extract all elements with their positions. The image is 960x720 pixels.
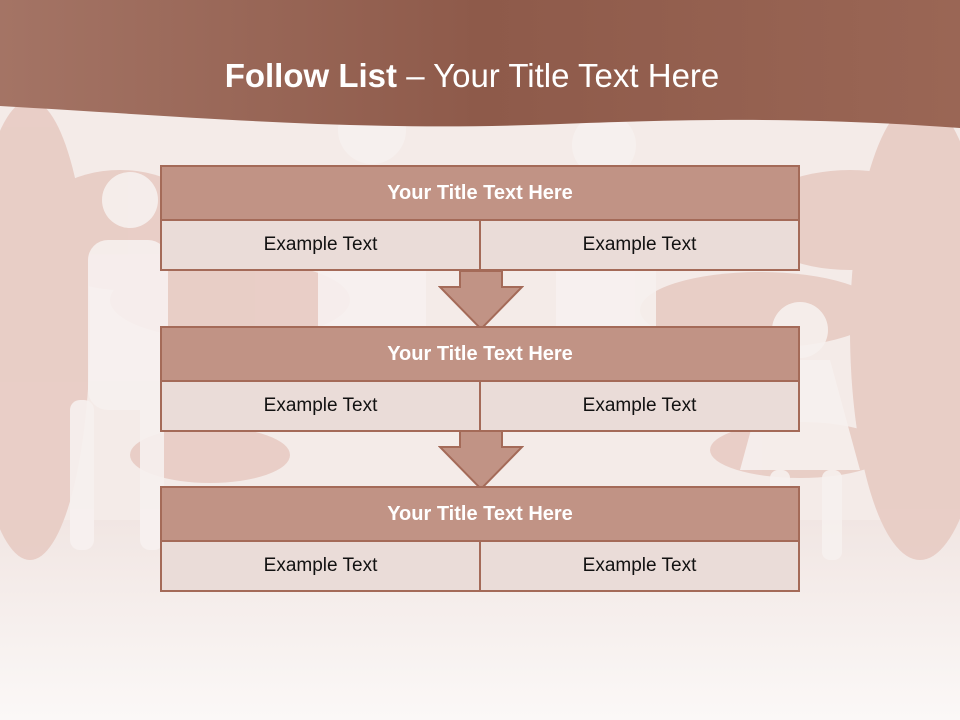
step-title-3: Your Title Text Here <box>160 486 800 542</box>
step-1-cell-left: Example Text <box>160 221 481 271</box>
step-2-cell-left: Example Text <box>160 382 481 432</box>
step-2-cell-right: Example Text <box>481 382 800 432</box>
step-row-3: Example Text Example Text <box>160 542 800 592</box>
step-row-1: Example Text Example Text <box>160 221 800 271</box>
slide-title: Follow List – Your Title Text Here <box>0 52 944 100</box>
step-1-cell-right: Example Text <box>481 221 800 271</box>
slide-title-bold: Follow List <box>224 57 407 94</box>
step-title-2: Your Title Text Here <box>160 326 800 382</box>
step-card-3: Your Title Text Here Example Text Exampl… <box>160 486 800 592</box>
title-banner <box>0 0 960 128</box>
step-title-1: Your Title Text Here <box>160 165 800 221</box>
step-card-2: Your Title Text Here Example Text Exampl… <box>160 326 800 432</box>
step-3-cell-left: Example Text <box>160 542 481 592</box>
down-arrow-icon <box>438 271 524 331</box>
down-arrow-icon <box>438 431 524 491</box>
step-row-2: Example Text Example Text <box>160 382 800 432</box>
step-card-1: Your Title Text Here Example Text Exampl… <box>160 165 800 271</box>
slide-title-rest: – Your Title Text Here <box>406 57 720 94</box>
step-3-cell-right: Example Text <box>481 542 800 592</box>
